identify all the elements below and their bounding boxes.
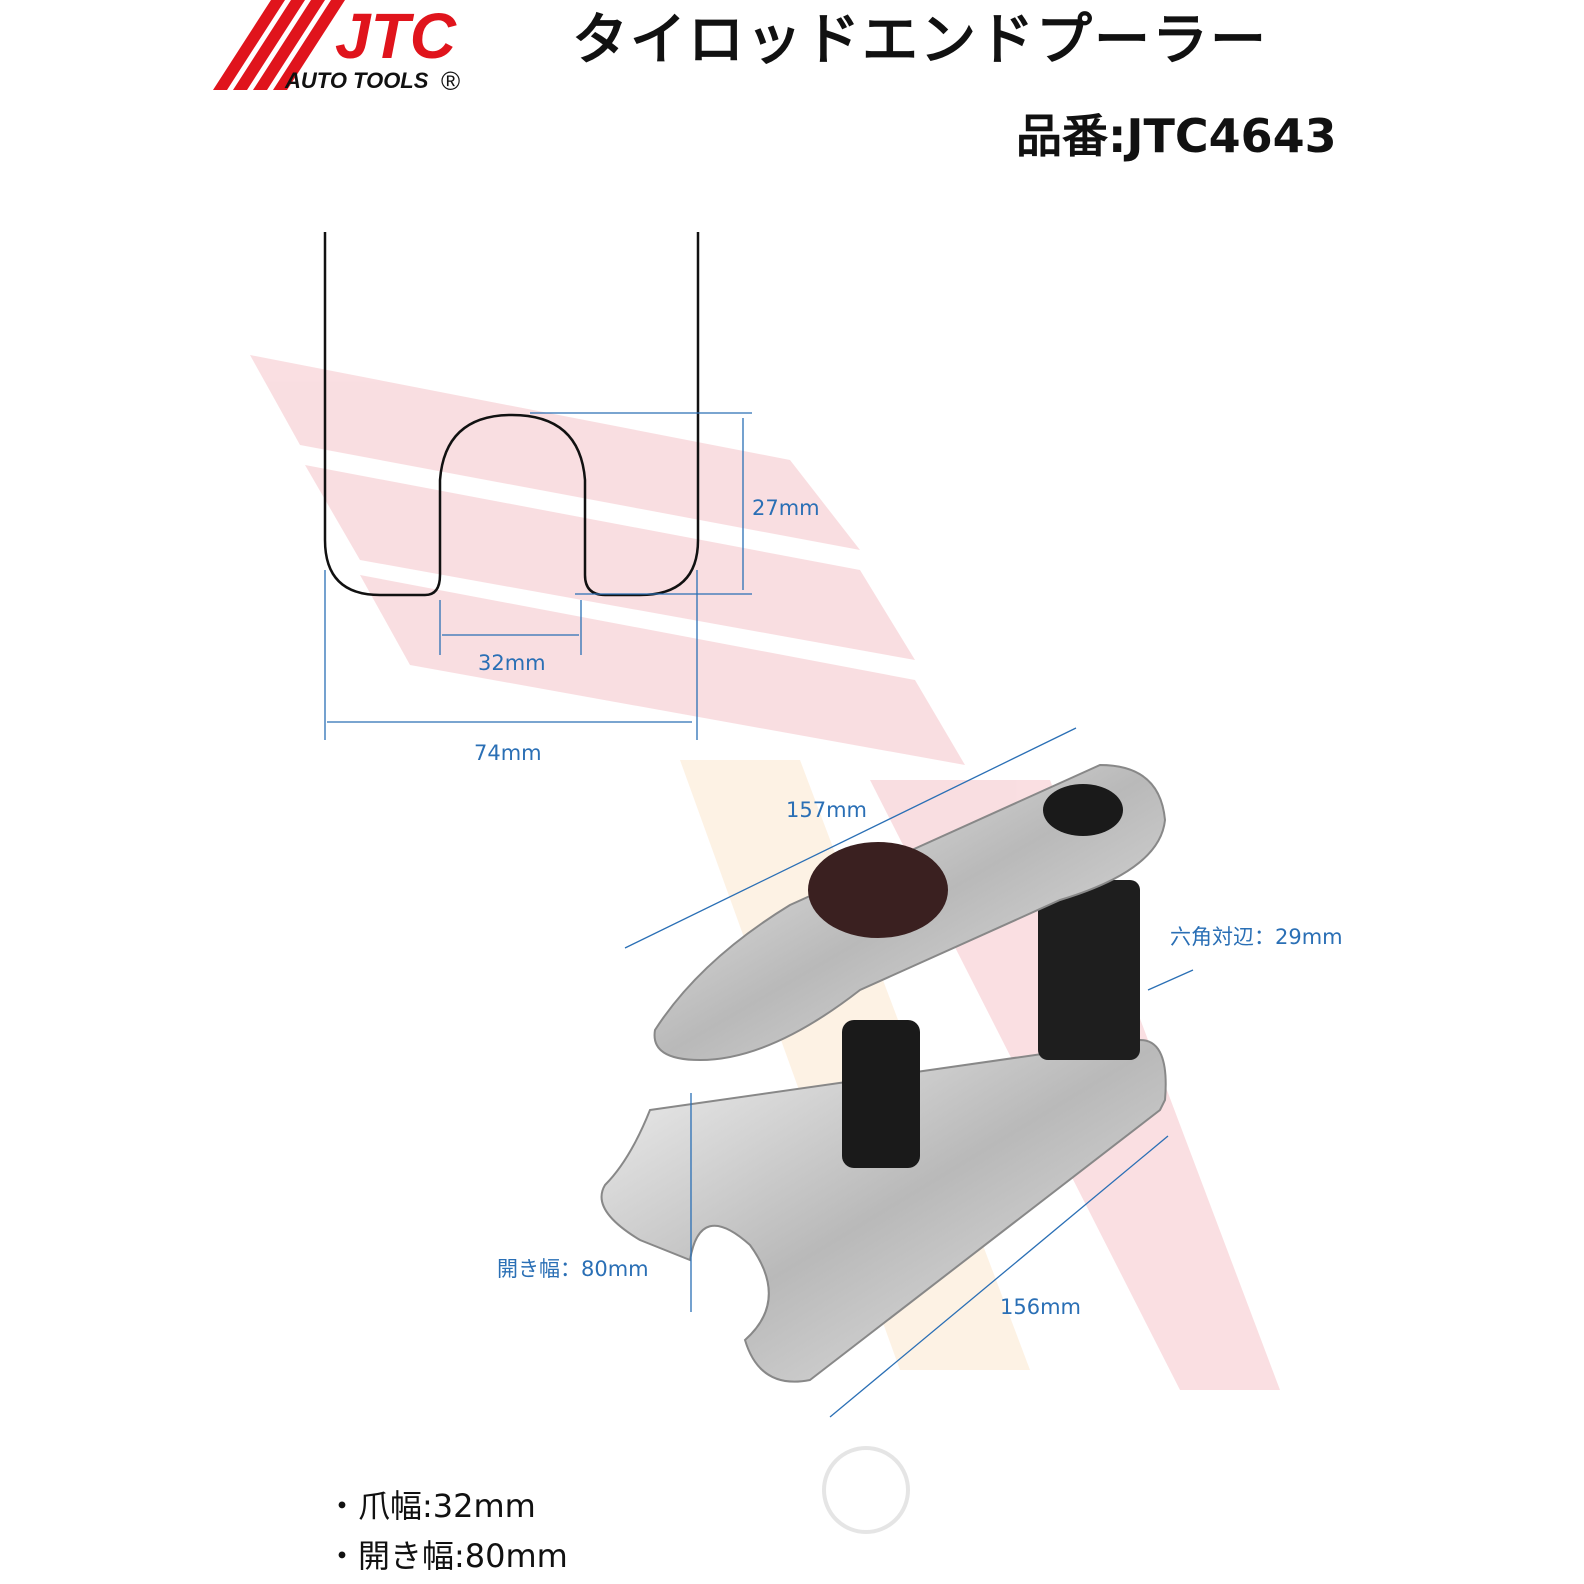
spec-claw-width: ・爪幅:32mm (326, 1487, 536, 1525)
claw-depth-label: 27mm (752, 496, 820, 520)
watermark-registered-icon (822, 1446, 910, 1534)
claw-width-label: 32mm (478, 651, 546, 675)
pivot-cap (808, 842, 948, 938)
lower-length-label: 156mm (1000, 1295, 1081, 1319)
page-title: タイロッドエンドプーラー (572, 8, 1268, 73)
screw-hole (1043, 784, 1123, 836)
svg-text:JTC: JTC (335, 0, 457, 72)
overall-width-label: 74mm (474, 741, 542, 765)
logo-subtitle: AUTO TOOLS (284, 68, 429, 93)
bolt-left (842, 1020, 920, 1168)
logo-registered: ® (441, 66, 460, 96)
part-number: 品番:JTC4643 (1016, 109, 1337, 163)
claw-outline (323, 232, 700, 597)
bolt-hex (1038, 880, 1140, 1060)
lower-jaw (600, 1038, 1167, 1383)
spec-opening-width: ・開き幅:80mm (326, 1537, 568, 1575)
hex-size-label: 六角対辺：29mm (1170, 925, 1343, 949)
opening-label: 開き幅：80mm (497, 1257, 649, 1281)
jtc-logo: JTC AUTO TOOLS ® (213, 0, 460, 96)
upper-length-label: 157mm (786, 798, 867, 822)
